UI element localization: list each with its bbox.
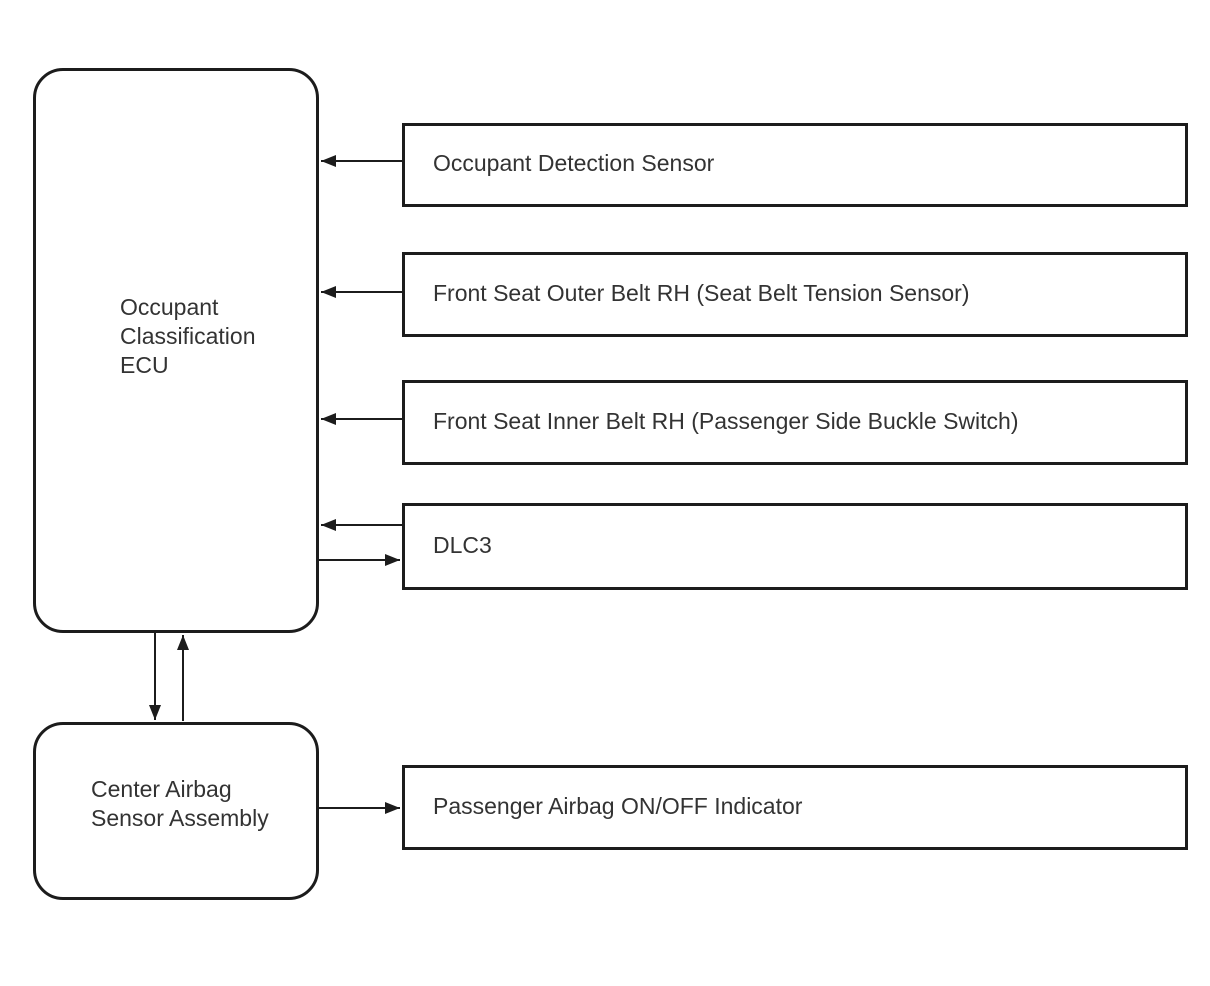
occupant-detection-sensor-label: Occupant Detection Sensor xyxy=(433,150,715,176)
front-seat-inner-belt-label: Front Seat Inner Belt RH (Passenger Side… xyxy=(433,407,1019,434)
passenger-airbag-indicator-label: Passenger Airbag ON/OFF Indicator xyxy=(433,792,803,819)
node-occupant-detection-sensor: Occupant Detection Sensor xyxy=(402,123,1188,207)
node-occupant-classification-ecu: Occupant Classification ECU xyxy=(33,68,319,633)
node-center-airbag-sensor-assembly: Center Airbag Sensor Assembly xyxy=(33,722,319,900)
occupant-classification-ecu-label: Occupant Classification ECU xyxy=(120,293,256,380)
node-dlc3: DLC3 xyxy=(402,503,1188,590)
dlc3-label: DLC3 xyxy=(433,531,492,558)
center-airbag-sensor-assembly-label: Center Airbag Sensor Assembly xyxy=(91,775,269,833)
ecu-label-line2: Classification xyxy=(120,323,256,349)
node-front-seat-inner-belt: Front Seat Inner Belt RH (Passenger Side… xyxy=(402,380,1188,465)
node-passenger-airbag-indicator: Passenger Airbag ON/OFF Indicator xyxy=(402,765,1188,850)
center-airbag-label-line2: Sensor Assembly xyxy=(91,805,269,831)
ecu-label-line1: Occupant xyxy=(120,294,219,320)
node-front-seat-outer-belt: Front Seat Outer Belt RH (Seat Belt Tens… xyxy=(402,252,1188,337)
center-airbag-label-line1: Center Airbag xyxy=(91,776,232,802)
front-seat-outer-belt-label: Front Seat Outer Belt RH (Seat Belt Tens… xyxy=(433,279,970,306)
ecu-label-line3: ECU xyxy=(120,352,169,378)
